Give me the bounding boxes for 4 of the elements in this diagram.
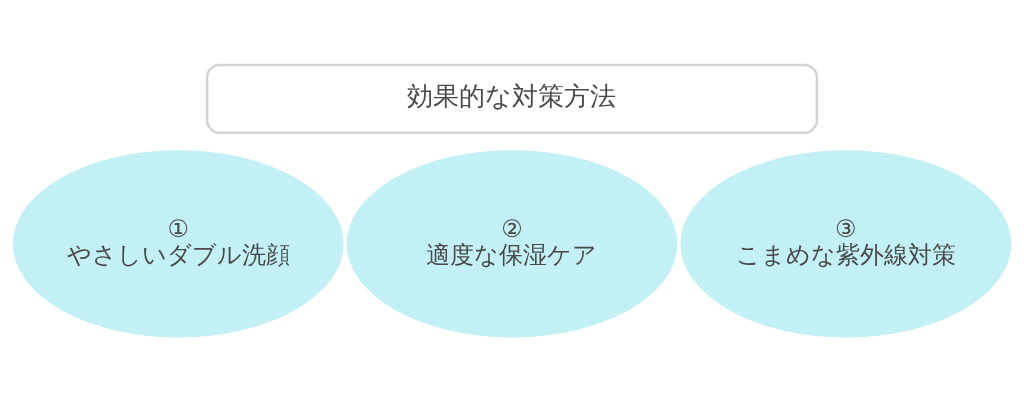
- node-ellipse: ① やさしいダブル洗顔: [12, 150, 344, 338]
- node-box: 効果的な対策方法: [205, 63, 819, 134]
- node-ellipse: ③ こまめな紫外線対策: [680, 150, 1012, 338]
- node-ellipse: ② 適度な保湿ケア: [346, 150, 678, 338]
